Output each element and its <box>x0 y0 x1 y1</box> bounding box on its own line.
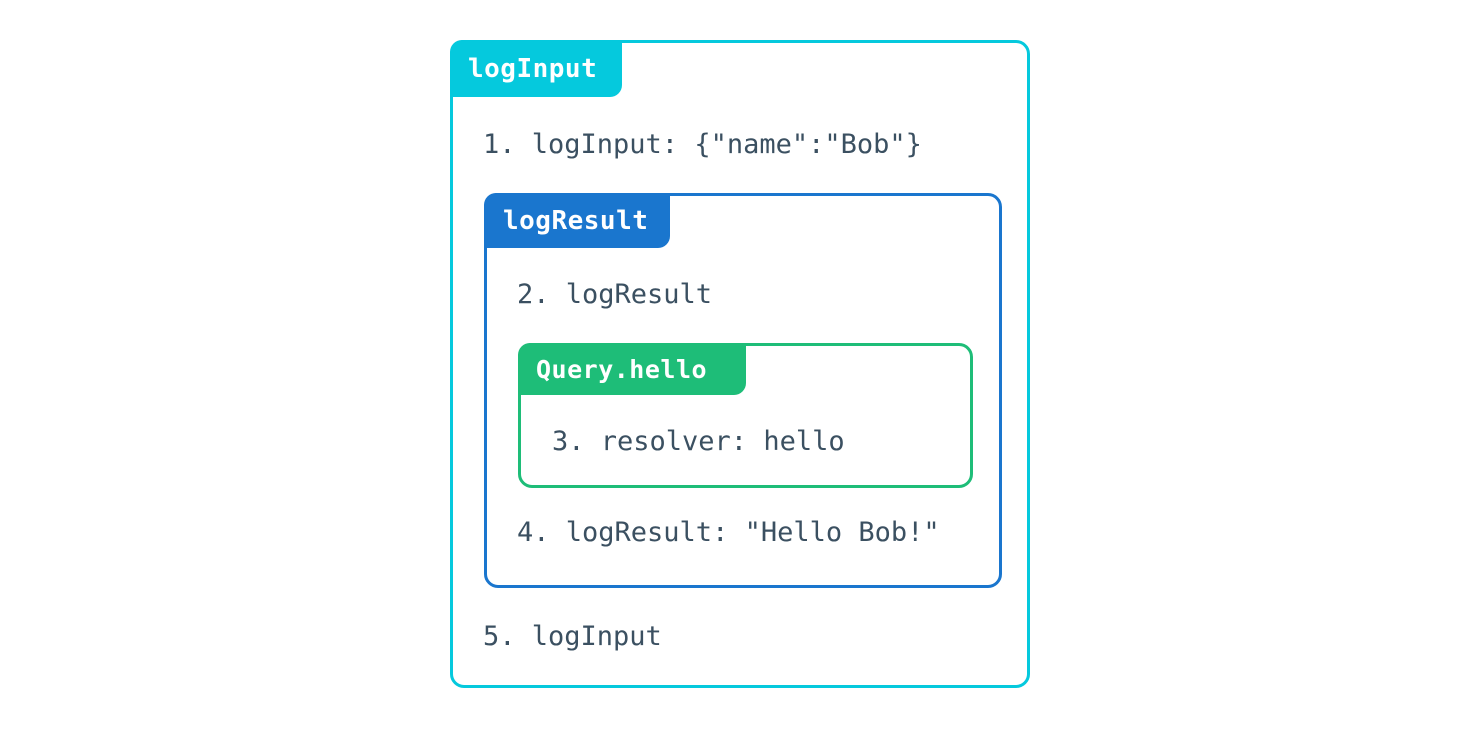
log-line-1: 1. logInput: {"name":"Bob"} <box>483 129 922 160</box>
trace-box-query-hello: Query.hello 3. resolver: hello <box>518 343 973 488</box>
trace-box-label-logresult: logResult <box>484 193 670 248</box>
log-line-4: 4. logResult: "Hello Bob!" <box>517 517 940 548</box>
log-line-5: 5. logInput <box>483 621 662 652</box>
trace-box-label-query-hello: Query.hello <box>518 343 746 395</box>
trace-box-logresult: logResult 2. logResult Query.hello 3. re… <box>484 193 1002 588</box>
log-line-3: 3. resolver: hello <box>552 426 845 457</box>
trace-box-loginput: logInput 1. logInput: {"name":"Bob"} log… <box>450 40 1030 688</box>
trace-box-label-loginput: logInput <box>450 40 622 97</box>
log-line-2: 2. logResult <box>517 279 713 310</box>
